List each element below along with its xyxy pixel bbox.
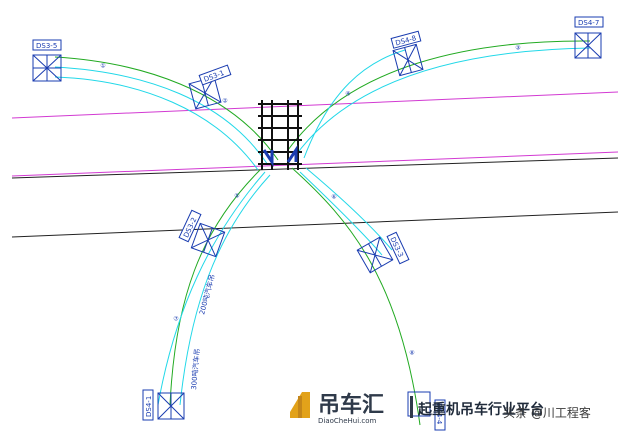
label-ds3-5: DS3-5 [32, 39, 62, 51]
travel-path-left-top-cyan-1 [54, 66, 269, 166]
svg-text:⑥: ⑥ [331, 194, 336, 201]
crane-logo-icon [290, 392, 310, 418]
magenta-line-upper [11, 91, 619, 119]
marker-4: ④ [345, 91, 350, 98]
marker-7: ⑦ [173, 316, 179, 323]
black-line-upper [11, 157, 619, 179]
crane-ds3-2 [190, 222, 226, 258]
travel-path-left-bottom-cyan-2 [179, 174, 271, 406]
label-ds4-7: DS4-7 [574, 16, 604, 28]
marker-1: ① [100, 63, 105, 70]
svg-text:④: ④ [345, 91, 350, 98]
travel-path-right-top-green [287, 40, 591, 151]
marker-2: ② [222, 98, 228, 105]
travel-path-left-bottom-green [169, 169, 261, 406]
crane-ds4-8 [392, 43, 424, 77]
marker-3: ③ [515, 45, 520, 52]
crane-ds4-1 [157, 392, 185, 420]
brand-en: DiaoCheHui.com [318, 417, 377, 425]
travel-path-left-top-green [54, 56, 279, 161]
label-ds4-4: DS4-4 [434, 399, 446, 431]
marker-8: ⑧ [409, 350, 414, 357]
svg-text:⑧: ⑧ [409, 350, 414, 357]
marker-5: ⑤ [234, 193, 239, 200]
crane-ds3-5 [32, 54, 62, 82]
travel-path-left-top-cyan-2 [54, 76, 259, 171]
travel-path-right-bottom-green [291, 167, 421, 426]
svg-text:②: ② [222, 98, 228, 105]
note-path-lower: 300吨汽车吊 [189, 348, 202, 390]
brand-site: 起重机吊车行业平台 [417, 401, 544, 418]
svg-text:①: ① [100, 63, 105, 70]
black-line-lower [11, 211, 619, 238]
svg-text:⑤: ⑤ [234, 193, 239, 200]
author-credit: 头条 @川工程客 [503, 405, 591, 420]
marker-6: ⑥ [331, 194, 336, 201]
travel-path-left-bottom-cyan-1 [157, 171, 266, 406]
crane-ds4-4 [407, 391, 431, 417]
central-brace-right [286, 145, 298, 163]
label-ds3-2: DS3-2 [178, 209, 202, 243]
label-ds4-1: DS4-1 [142, 389, 154, 421]
crane-ds4-7 [574, 32, 602, 59]
svg-text:③: ③ [515, 45, 520, 52]
travel-path-right-top-cyan-2 [303, 49, 406, 159]
svg-text:⑦: ⑦ [173, 316, 179, 323]
note-path-upper: 200吨汽车吊 [197, 273, 216, 315]
watermark: 吊车汇 DiaoCheHui.com 起重机吊车行业平台 头条 @川工程客 [290, 392, 591, 425]
svg-text:DS4-4: DS4-4 [435, 403, 443, 425]
central-brace-left [262, 149, 274, 167]
svg-text:DS4-1: DS4-1 [145, 396, 153, 417]
svg-text:DS3-5: DS3-5 [36, 42, 57, 50]
magenta-line-lower [11, 151, 619, 177]
svg-text:DS3-1: DS3-1 [203, 69, 226, 84]
brand-cn: 吊车汇 [318, 392, 384, 418]
travel-path-right-top-cyan-1 [295, 47, 591, 156]
travel-path-right-bottom-cyan-2 [305, 167, 393, 251]
crane-ds3-3 [356, 236, 394, 274]
svg-text:DS4-7: DS4-7 [578, 19, 599, 27]
watermark-divider [410, 396, 413, 418]
